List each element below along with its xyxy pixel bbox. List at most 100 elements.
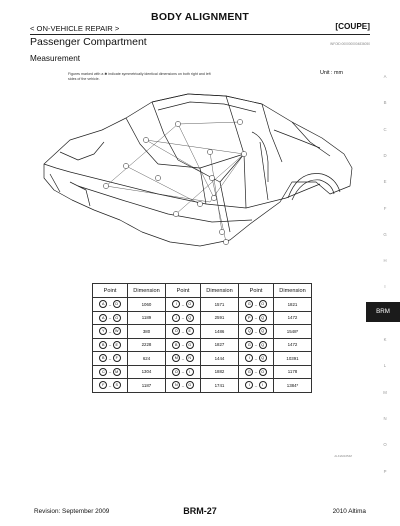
point-label: Q [258,313,267,322]
point-separator: – [254,355,258,361]
point-cell: G–O [238,364,274,379]
measurement-point [123,163,129,169]
rear-wheel-arch [287,173,341,199]
point-label: O [185,300,194,309]
point-label: B [172,340,181,349]
point-pair: P–Q [245,313,267,322]
column-header: Dimension [273,283,312,298]
point-pair: Q–Q [245,327,267,336]
point-label: I [172,300,181,309]
footer-page-number: BRM-27 [183,506,217,516]
point-separator: – [108,355,112,361]
dimension-cell: 1384* [273,378,312,393]
dimension-cell: 1472 [273,337,312,352]
point-label: I [185,367,194,376]
section-tab-brm: BRM [366,302,400,322]
measurement-point [197,201,203,207]
point-cell: I–O [165,297,201,312]
variant-label: [COUPE] [335,22,370,31]
point-label: D [112,300,121,309]
point-label: Q [245,327,254,336]
point-label: A [99,300,108,309]
point-label: N [185,354,194,363]
dimension-cell: 624 [127,351,166,366]
index-letter: O [383,442,387,448]
section-info-id: INFOID:0000000004836050 [329,42,370,46]
figure-code: ALKIA0165ZZ [334,454,352,458]
point-label: N [172,381,181,390]
point-cell: F–S [92,378,128,393]
point-pair: Y–W [99,327,121,336]
point-cell: G–O [238,297,274,312]
point-pair: G–O [245,300,267,309]
point-pair: F–S [99,381,121,390]
dimension-cell: 1060 [127,297,166,312]
point-label: Q [258,340,267,349]
figure-note: Figures marked with a ✱ indicate symmetr… [68,72,211,81]
measure-line [145,139,245,155]
measure-line [177,123,215,199]
point-cell: B–E [92,337,128,352]
point-separator: – [181,328,185,334]
measure-line [145,139,227,243]
dimension-cell: 1189 [127,310,166,325]
measurement-point [175,121,181,127]
point-separator: – [181,342,185,348]
dimension-cell: 1472 [273,310,312,325]
point-separator: – [108,382,112,388]
point-pair: I–Q [245,354,267,363]
point-pair: C–M [99,367,121,376]
point-label: F [112,354,121,363]
index-letter: C [383,126,387,132]
index-letter: H [383,258,387,264]
dimension-cell: 2228 [127,337,166,352]
point-cell: N–G [165,378,201,393]
point-label: Q [258,327,267,336]
header-divider [30,34,370,35]
point-separator: – [108,369,112,375]
point-separator: – [181,382,185,388]
point-separator: – [181,301,185,307]
point-separator: – [254,301,258,307]
column-header: Dimension [200,283,239,298]
dimension-cell: 1827 [200,337,239,352]
column-header: Point [165,283,201,298]
point-label: I [258,381,267,390]
dimension-cell: 1571 [200,297,239,312]
footer-model: 2010 Altima [332,508,366,515]
point-cell: B–F [92,351,128,366]
point-label: P [245,313,254,322]
index-letter: I [384,284,386,290]
point-pair: M–N [172,354,194,363]
point-label: W [112,327,121,336]
dimension-cell: 1444 [200,351,239,366]
point-separator: – [108,328,112,334]
dimension-table: Point Dimension Point Dimension Point Di… [92,283,312,393]
point-label: O [172,367,181,376]
dimension-cell: 380 [127,324,166,339]
dimension-cell: 1187 [127,378,166,393]
point-separator: – [181,369,185,375]
point-pair: A–G [99,313,121,322]
point-label: Q [185,313,194,322]
point-cell: G–Q [238,337,274,352]
point-label: B [99,354,108,363]
dimension-cell: 1486 [200,324,239,339]
point-pair: I–O [172,300,194,309]
point-label: O [258,300,267,309]
dimension-cell: 1178 [273,364,312,379]
point-label: G [185,381,194,390]
dimension-cell: 10391 [273,351,312,366]
point-pair: N–G [172,381,194,390]
unit-label: Unit : mm [319,70,343,76]
measurement-point [211,195,217,201]
point-label: I [245,354,254,363]
dimension-cell: 1304 [127,364,166,379]
index-letter: G [383,231,387,237]
page-title: BODY ALIGNMENT [151,11,249,23]
